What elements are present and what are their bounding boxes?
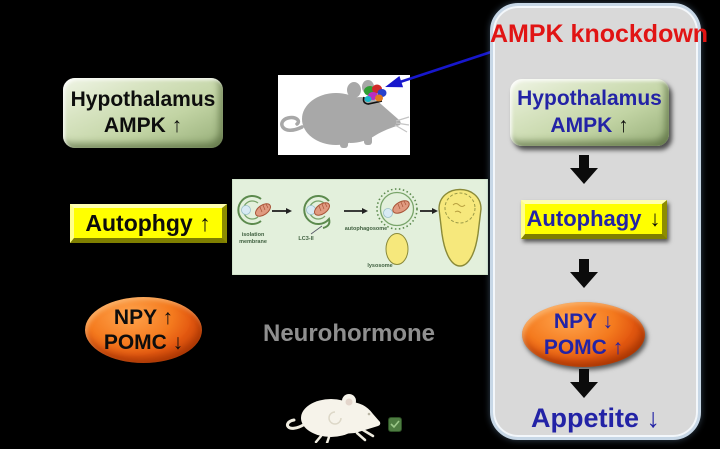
autophagy-box-knockdown: Autophagy ↓ — [521, 200, 667, 239]
isolation-membrane-label-2: membrane — [239, 239, 267, 245]
flow-arrow-1 — [570, 155, 598, 184]
isolation-membrane-label: isolation — [242, 232, 265, 238]
lysosome-label: lysosome — [367, 263, 392, 269]
lysosome-icon — [385, 233, 409, 265]
gray-mouse-icon — [280, 80, 410, 148]
autophagosome-icon — [376, 188, 418, 230]
pomc-down-label: POMC ↓ — [103, 331, 184, 354]
pomc-up-label-kd: POMC ↑ — [543, 335, 624, 359]
flow-arrow-3 — [570, 369, 598, 398]
mouse-brain-illustration — [278, 75, 410, 155]
lc3-label: LC3-II — [298, 236, 314, 242]
neurohormone-label: Neurohormone — [263, 320, 436, 347]
panel-title: AMPK knockdown — [490, 20, 709, 48]
autophagy-up-label: Autophgy ↑ — [85, 209, 211, 236]
flow-arrow-2 — [570, 259, 598, 288]
appetite-label: Appetite ↓ — [530, 403, 660, 433]
npy-pomc-ellipse-normal: NPY ↑ POMC ↓ — [85, 297, 202, 363]
ampk-up-arrow-kd: ↑ — [618, 113, 629, 137]
white-mouse-icon — [285, 394, 381, 443]
food-pellet-icon — [388, 417, 402, 432]
hypothalamus-label-kd: Hypothalamus — [517, 87, 662, 111]
feeding-mouse-illustration — [283, 388, 391, 443]
isolation-membrane-icon — [237, 195, 271, 225]
autophagosome-label: autophagosome — [345, 226, 387, 232]
npy-down-label-kd: NPY ↓ — [553, 310, 614, 334]
autophagy-down-arrow-kd: ↓ — [649, 206, 661, 231]
hypothalamus-highlight-icon — [362, 84, 387, 105]
autophagy-label-kd: Autophagy — [526, 206, 642, 231]
npy-up-label: NPY ↑ — [113, 305, 174, 329]
autophagy-process-diagram: isolation membrane LC3-II autophagosome … — [232, 179, 488, 275]
hypothalamus-label: Hypothalamus — [70, 87, 216, 111]
autolysosome-icon — [438, 188, 482, 267]
lc3-vesicle-icon — [303, 195, 331, 235]
npy-pomc-ellipse-knockdown: NPY ↓ POMC ↑ — [522, 302, 645, 367]
ampk-label-kd: AMPK — [550, 113, 613, 137]
hypothalamus-ampk-box-knockdown: Hypothalamus AMPK ↑ — [510, 79, 669, 146]
autophagy-box-normal: Autophgy ↑ — [70, 204, 227, 243]
hypothalamus-ampk-box-normal: Hypothalamus AMPK ↑ — [63, 78, 223, 148]
ampk-up-label: AMPK ↑ — [103, 114, 183, 137]
